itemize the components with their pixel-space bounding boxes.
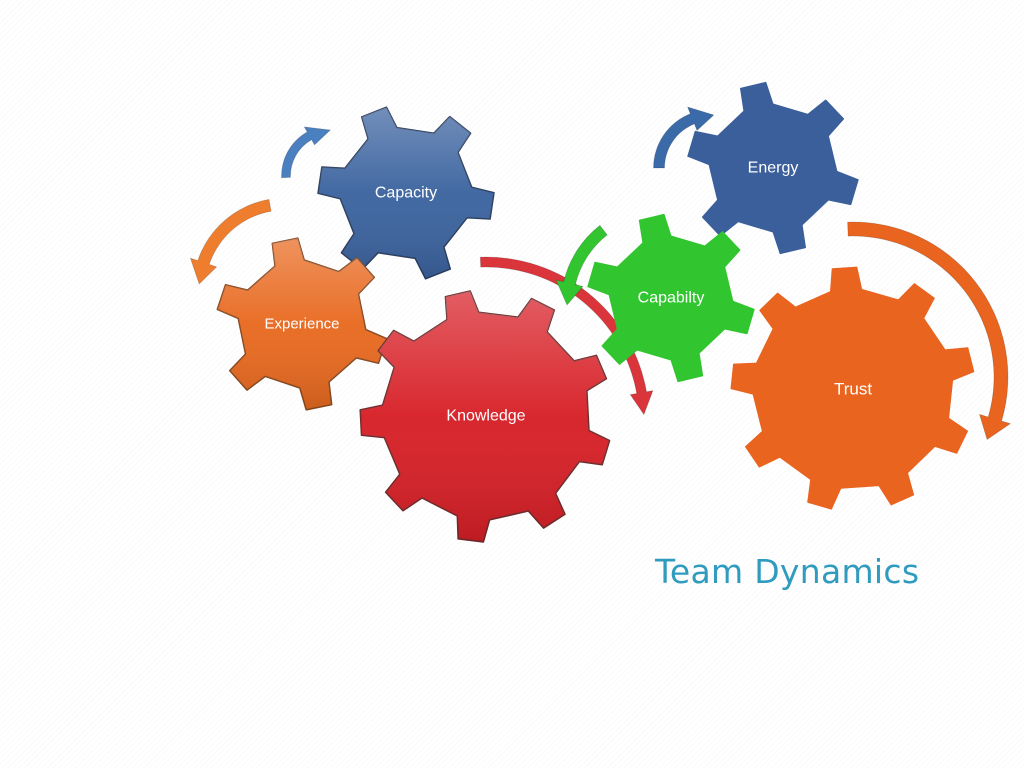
- gear-knowledge-label: Knowledge: [446, 408, 525, 425]
- gear-trust-shape: [730, 266, 975, 510]
- capacity-arrow: [281, 126, 331, 179]
- gear-capacity-label: Capacity: [375, 185, 437, 202]
- gear-energy-label: Energy: [748, 160, 799, 177]
- gear-capability-shape: [587, 213, 755, 383]
- gear-capability-label: Capabilty: [638, 290, 705, 307]
- gear-capability: Capabilty: [587, 213, 755, 383]
- trust-arrow: [847, 221, 1011, 440]
- gear-knowledge: Knowledge: [359, 290, 611, 543]
- gear-trust-label: Trust: [834, 380, 872, 399]
- gear-capacity: Capacity: [317, 106, 495, 280]
- gear-trust: Trust: [730, 266, 975, 510]
- energy-arrow: [653, 106, 715, 169]
- gear-energy-shape: [687, 81, 859, 255]
- experience-arrow: [190, 199, 272, 285]
- gear-experience: Experience: [216, 237, 388, 411]
- gear-experience-label: Experience: [264, 316, 339, 333]
- capability-arrow: [555, 225, 608, 306]
- gear-energy: Energy: [687, 81, 859, 255]
- slide-title: Team Dynamics: [655, 552, 920, 591]
- gear-capacity-gloss: [318, 107, 494, 279]
- gear-knowledge-gloss: [360, 291, 610, 542]
- gear-experience-gloss: [217, 238, 387, 410]
